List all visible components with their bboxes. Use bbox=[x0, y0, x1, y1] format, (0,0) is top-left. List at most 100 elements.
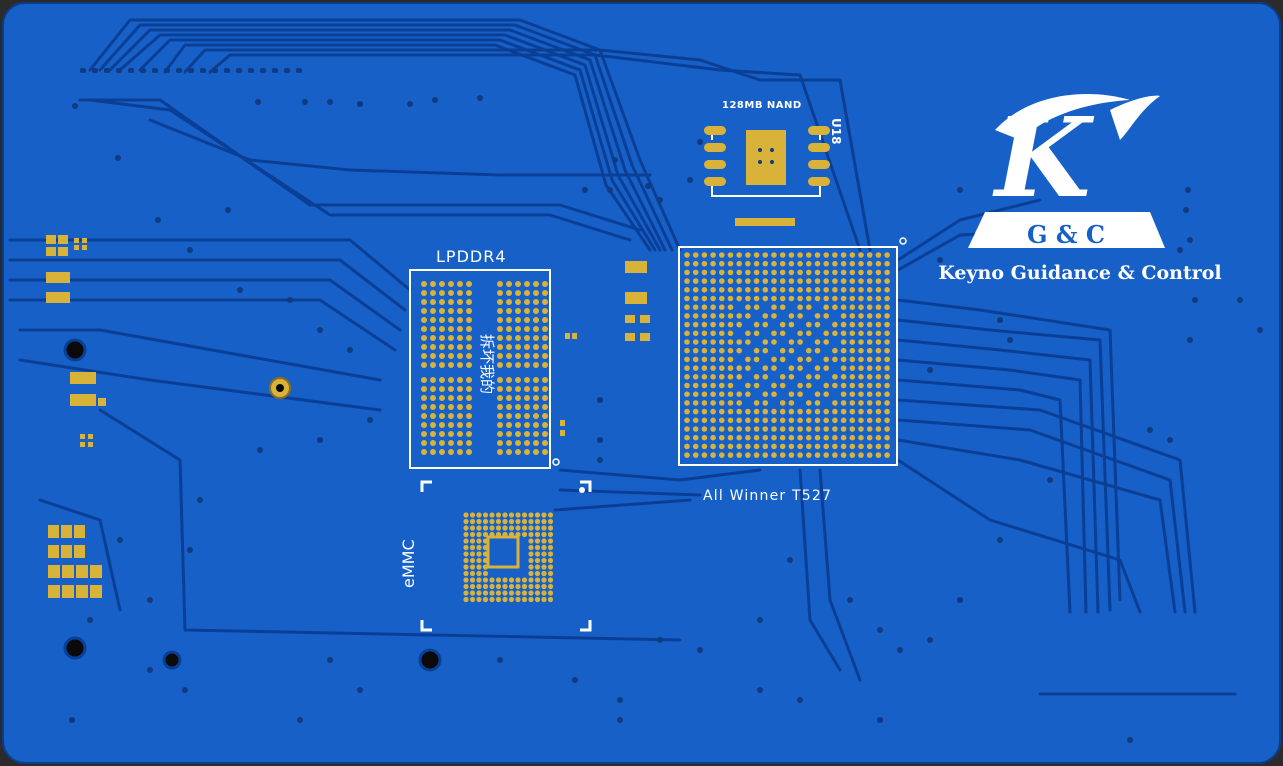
soc-ball bbox=[701, 339, 708, 345]
soc-ball bbox=[875, 347, 882, 354]
soc-ball bbox=[684, 313, 690, 319]
lpddr4-ball bbox=[542, 386, 548, 392]
soc-ball bbox=[684, 382, 690, 389]
soc-ball bbox=[684, 356, 690, 363]
soc-ball bbox=[710, 295, 716, 302]
soc-ball bbox=[710, 452, 716, 458]
soc-ball bbox=[727, 434, 734, 441]
soc-ball bbox=[745, 278, 751, 284]
emmc-ball bbox=[547, 531, 554, 538]
soc-ball bbox=[762, 452, 769, 458]
emmc-ball bbox=[482, 577, 489, 583]
emmc-ball bbox=[469, 525, 476, 531]
soc-ball bbox=[814, 252, 821, 258]
soc-ball bbox=[684, 417, 690, 424]
lpddr4-ball bbox=[497, 290, 503, 296]
lpddr4-ball bbox=[497, 386, 503, 392]
emmc-label: eMMC bbox=[399, 539, 418, 588]
passive-pad bbox=[62, 565, 74, 578]
lpddr4-ball bbox=[533, 395, 539, 401]
lpddr4-ball bbox=[506, 353, 512, 359]
nand-pin bbox=[704, 160, 726, 169]
soc-ball bbox=[866, 443, 873, 450]
soc-ball bbox=[806, 295, 812, 302]
passive-pad bbox=[62, 585, 74, 598]
soc-ball bbox=[858, 321, 864, 328]
emmc-ball bbox=[528, 590, 534, 596]
lpddr4-ball bbox=[439, 299, 445, 305]
soc-ball bbox=[736, 287, 742, 293]
emmc-ball bbox=[534, 512, 541, 518]
emmc-ball bbox=[534, 531, 541, 538]
soc-ball bbox=[684, 252, 690, 258]
lpddr4-ball bbox=[430, 449, 436, 455]
soc-ball bbox=[710, 260, 716, 267]
passive-pad bbox=[88, 442, 93, 447]
soc-ball bbox=[814, 443, 821, 450]
emmc-ball bbox=[521, 518, 528, 525]
emmc-ball bbox=[528, 544, 534, 551]
soc-ball bbox=[814, 278, 821, 284]
lpddr4-ball bbox=[430, 299, 436, 305]
soc-ball bbox=[849, 382, 856, 389]
soc-chip: All Winner T527 bbox=[678, 237, 907, 504]
soc-ball bbox=[884, 443, 890, 450]
soc-ball bbox=[849, 347, 856, 354]
lpddr4-decap bbox=[560, 430, 565, 436]
soc-ball bbox=[849, 356, 856, 363]
soc-ball bbox=[771, 408, 777, 415]
soc-ball bbox=[701, 287, 708, 293]
soc-ball bbox=[779, 452, 786, 458]
soc-ball bbox=[875, 304, 882, 311]
soc-ball bbox=[736, 321, 742, 328]
lpddr4-decap bbox=[565, 333, 570, 339]
soc-ball bbox=[701, 347, 708, 354]
emmc-ball bbox=[547, 518, 554, 525]
soc-ball bbox=[849, 417, 856, 424]
logo-badge bbox=[968, 212, 1165, 248]
emmc-ball bbox=[489, 577, 495, 583]
soc-ball bbox=[762, 408, 769, 415]
soc-ball bbox=[753, 252, 760, 258]
soc-ball bbox=[762, 295, 769, 302]
lpddr4-ball-array bbox=[421, 281, 577, 455]
lpddr4-ball bbox=[466, 290, 472, 296]
emmc-ball bbox=[495, 590, 502, 596]
lpddr4-ball bbox=[515, 299, 521, 305]
soc-ball bbox=[858, 339, 864, 345]
soc-ball bbox=[849, 339, 856, 345]
emmc-ball bbox=[469, 512, 476, 518]
lpddr4-ball bbox=[439, 449, 445, 455]
soc-ball bbox=[797, 356, 803, 363]
soc-ball bbox=[701, 400, 708, 406]
soc-ball bbox=[684, 304, 690, 311]
soc-ball bbox=[779, 269, 786, 276]
soc-ball bbox=[814, 260, 821, 267]
soc-ball bbox=[701, 304, 708, 311]
soc-ball bbox=[727, 391, 734, 398]
soc-ball bbox=[753, 287, 760, 293]
soc-ball bbox=[753, 417, 760, 424]
lpddr4-ball bbox=[439, 281, 445, 287]
soc-ball bbox=[788, 408, 795, 415]
passive-pad bbox=[48, 585, 60, 598]
soc-ball bbox=[832, 321, 838, 328]
emmc-ball bbox=[502, 525, 508, 531]
lpddr4-label: LPDDR4 bbox=[436, 247, 507, 266]
soc-ball bbox=[779, 356, 786, 363]
copper-trace bbox=[798, 468, 842, 672]
nand-thermal-pad bbox=[746, 130, 786, 185]
soc-ball bbox=[753, 295, 760, 302]
soc-ball bbox=[840, 304, 847, 311]
soc-ball bbox=[727, 295, 734, 302]
lpddr4-ball bbox=[515, 362, 521, 368]
lpddr4-ball bbox=[421, 386, 427, 392]
lpddr4-ball bbox=[506, 440, 512, 446]
soc-ball bbox=[736, 374, 742, 380]
soc-ball bbox=[719, 347, 725, 354]
soc-ball bbox=[684, 365, 690, 371]
soc-ball bbox=[866, 365, 873, 371]
soc-ball bbox=[727, 278, 734, 284]
soc-ball bbox=[875, 374, 882, 380]
emmc-ball bbox=[463, 551, 469, 557]
